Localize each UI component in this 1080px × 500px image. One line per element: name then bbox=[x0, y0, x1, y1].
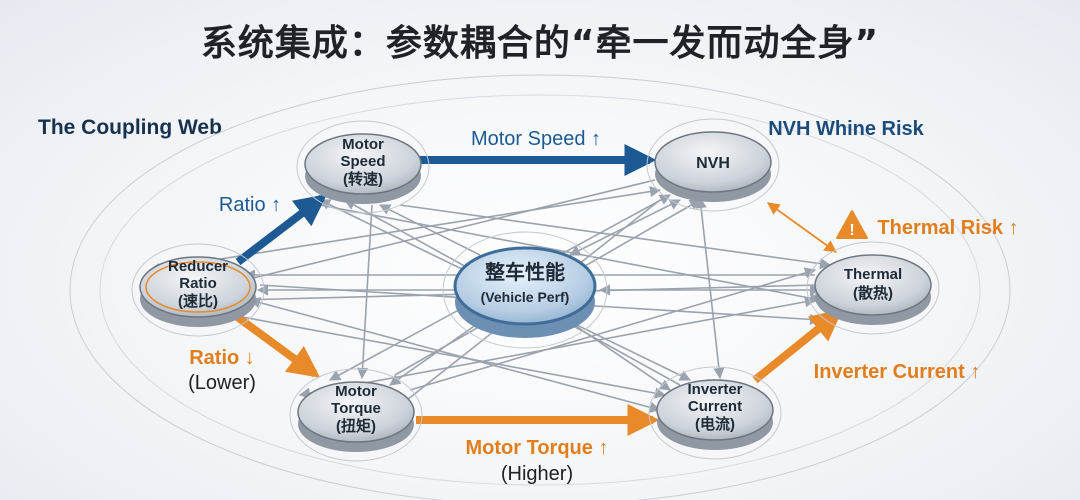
thermal-nvh-link bbox=[766, 202, 838, 253]
diagram-subtitle: The Coupling Web bbox=[38, 116, 222, 139]
coupling-line bbox=[568, 199, 682, 256]
label-thermal-risk: Thermal Risk ↑ bbox=[877, 217, 1018, 239]
label-motor-torque-up: Motor Torque ↑ bbox=[466, 437, 609, 459]
label-inverter-current-up: Inverter Current ↑ bbox=[814, 361, 981, 383]
node-inverter-line2: Current bbox=[688, 398, 742, 415]
coupling-line bbox=[389, 321, 481, 386]
node-motor-speed-line3: (转速) bbox=[343, 170, 383, 188]
orbit-rings bbox=[69, 74, 1011, 500]
coupling-line bbox=[378, 204, 481, 256]
node-nvh-label: NVH bbox=[696, 155, 730, 172]
coupling-line bbox=[569, 321, 671, 391]
inverter-current-arrow bbox=[752, 308, 843, 384]
node-reducer-line1: Reducer bbox=[168, 258, 228, 275]
node-center-line2: (Vehicle Perf) bbox=[481, 289, 570, 305]
coupling-line bbox=[243, 179, 656, 284]
label-nvh-whine-risk: NVH Whine Risk bbox=[768, 118, 924, 140]
ratio-up-arrow bbox=[235, 194, 328, 266]
label-ratio-down: Ratio ↓ bbox=[189, 347, 255, 369]
node-reducer-line3: (速比) bbox=[178, 292, 218, 310]
node-thermal: Thermal(散热) bbox=[806, 241, 940, 335]
coupling-line bbox=[695, 196, 725, 380]
highlight-arrows bbox=[233, 144, 843, 436]
node-torque-line1: Motor bbox=[335, 383, 377, 400]
label-higher: (Higher) bbox=[501, 463, 573, 485]
coupling-line bbox=[248, 297, 662, 413]
warning-icon: ! bbox=[836, 210, 868, 239]
node-thermal-line1: Thermal bbox=[844, 266, 902, 283]
node-motor-speed-line2: Speed bbox=[340, 153, 385, 170]
node-center-line1: 整车性能 bbox=[484, 260, 565, 284]
node-torque-line3: (扭矩) bbox=[336, 417, 376, 435]
node-vehicle-perf: 整车性能 (Vehicle Perf) bbox=[442, 231, 608, 349]
page-title: 系统集成：参数耦合的“牵一发而动全身” bbox=[200, 23, 880, 64]
ratio-down-arrow bbox=[233, 312, 321, 378]
node-motor-speed-line1: Motor bbox=[342, 136, 384, 153]
node-reducer-line2: Ratio bbox=[179, 275, 217, 292]
node-inverter-line1: Inverter bbox=[687, 381, 742, 398]
node-nvh: NVH bbox=[646, 118, 780, 212]
svg-text:!: ! bbox=[849, 222, 854, 239]
node-torque-line2: Torque bbox=[331, 400, 381, 417]
label-ratio-up: Ratio ↑ bbox=[219, 194, 281, 216]
node-thermal-line2: (散热) bbox=[853, 284, 893, 302]
svg-text:Thermal(散热): Thermal(散热) bbox=[844, 266, 902, 302]
label-motor-speed-up: Motor Speed ↑ bbox=[471, 128, 601, 150]
label-lower: (Lower) bbox=[188, 372, 256, 394]
node-inverter-line3: (电流) bbox=[695, 415, 735, 433]
